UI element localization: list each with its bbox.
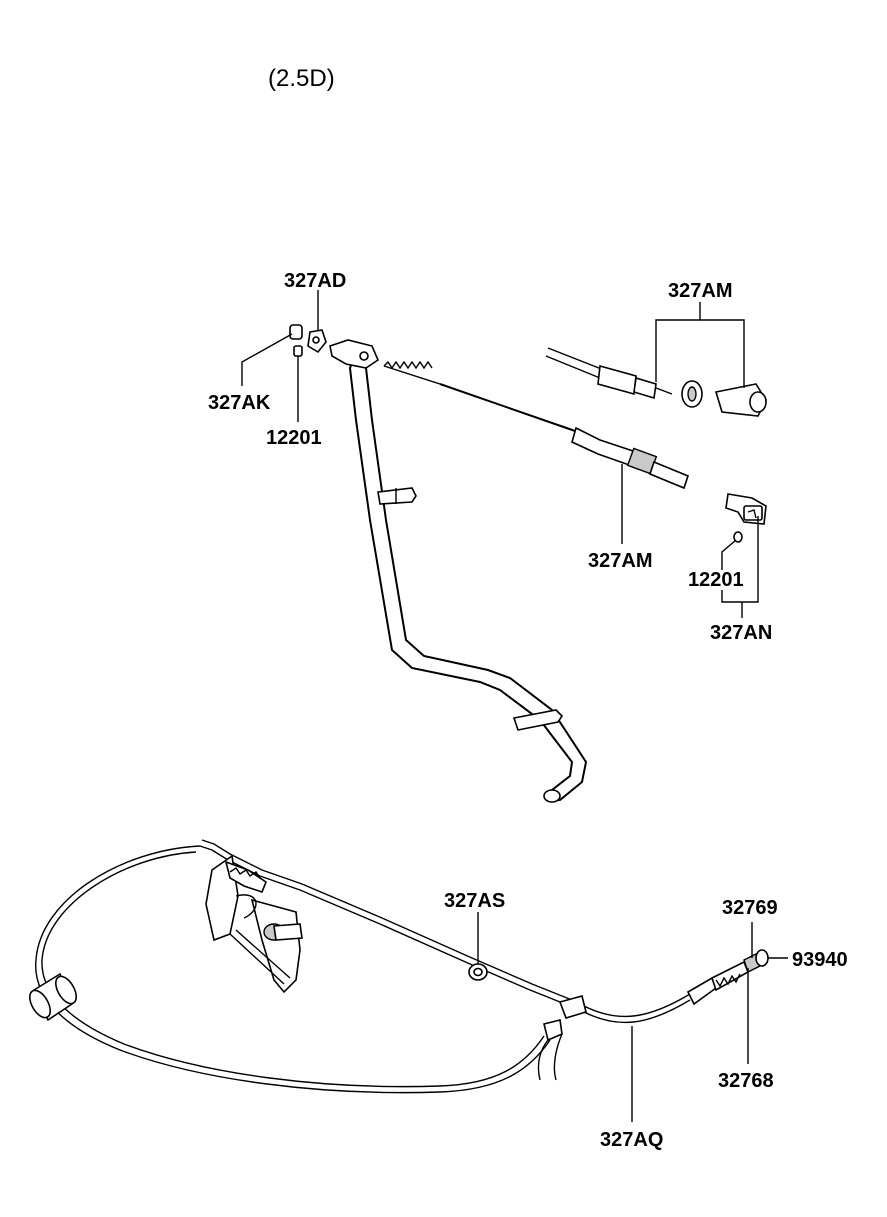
pivot-parts	[289, 324, 327, 357]
leader-lines	[241, 290, 788, 1122]
label-327AN: 327AN	[710, 622, 772, 644]
label-32768: 32768	[718, 1070, 774, 1092]
label-327AS: 327AS	[444, 890, 505, 912]
cable-end-group-327AM	[545, 347, 767, 417]
label-12201-b: 12201	[688, 569, 744, 591]
label-327AK: 327AK	[208, 392, 271, 414]
label-327AQ: 327AQ	[600, 1129, 663, 1151]
pedal-arm	[329, 339, 588, 803]
label-32769: 32769	[722, 897, 778, 919]
bracket-group-327AN	[725, 493, 767, 543]
label-93940: 93940	[792, 949, 848, 971]
bushing-327AK	[289, 324, 303, 340]
pin-12201-a	[293, 345, 303, 357]
pin-12201-b	[733, 531, 743, 543]
label-327AD: 327AD	[284, 270, 346, 292]
label-327AM-mid: 327AM	[588, 550, 652, 572]
part-labels: 327AD 327AK 12201 327AM 327AM 12201 327A…	[208, 270, 848, 1151]
label-12201-a: 12201	[266, 427, 322, 449]
diagram-title: (2.5D)	[268, 65, 335, 92]
clip-93940	[755, 949, 769, 967]
label-327AM-top: 327AM	[668, 280, 732, 302]
upper-accelerator-cable	[383, 360, 689, 490]
lower-cable-assembly	[28, 839, 769, 1094]
